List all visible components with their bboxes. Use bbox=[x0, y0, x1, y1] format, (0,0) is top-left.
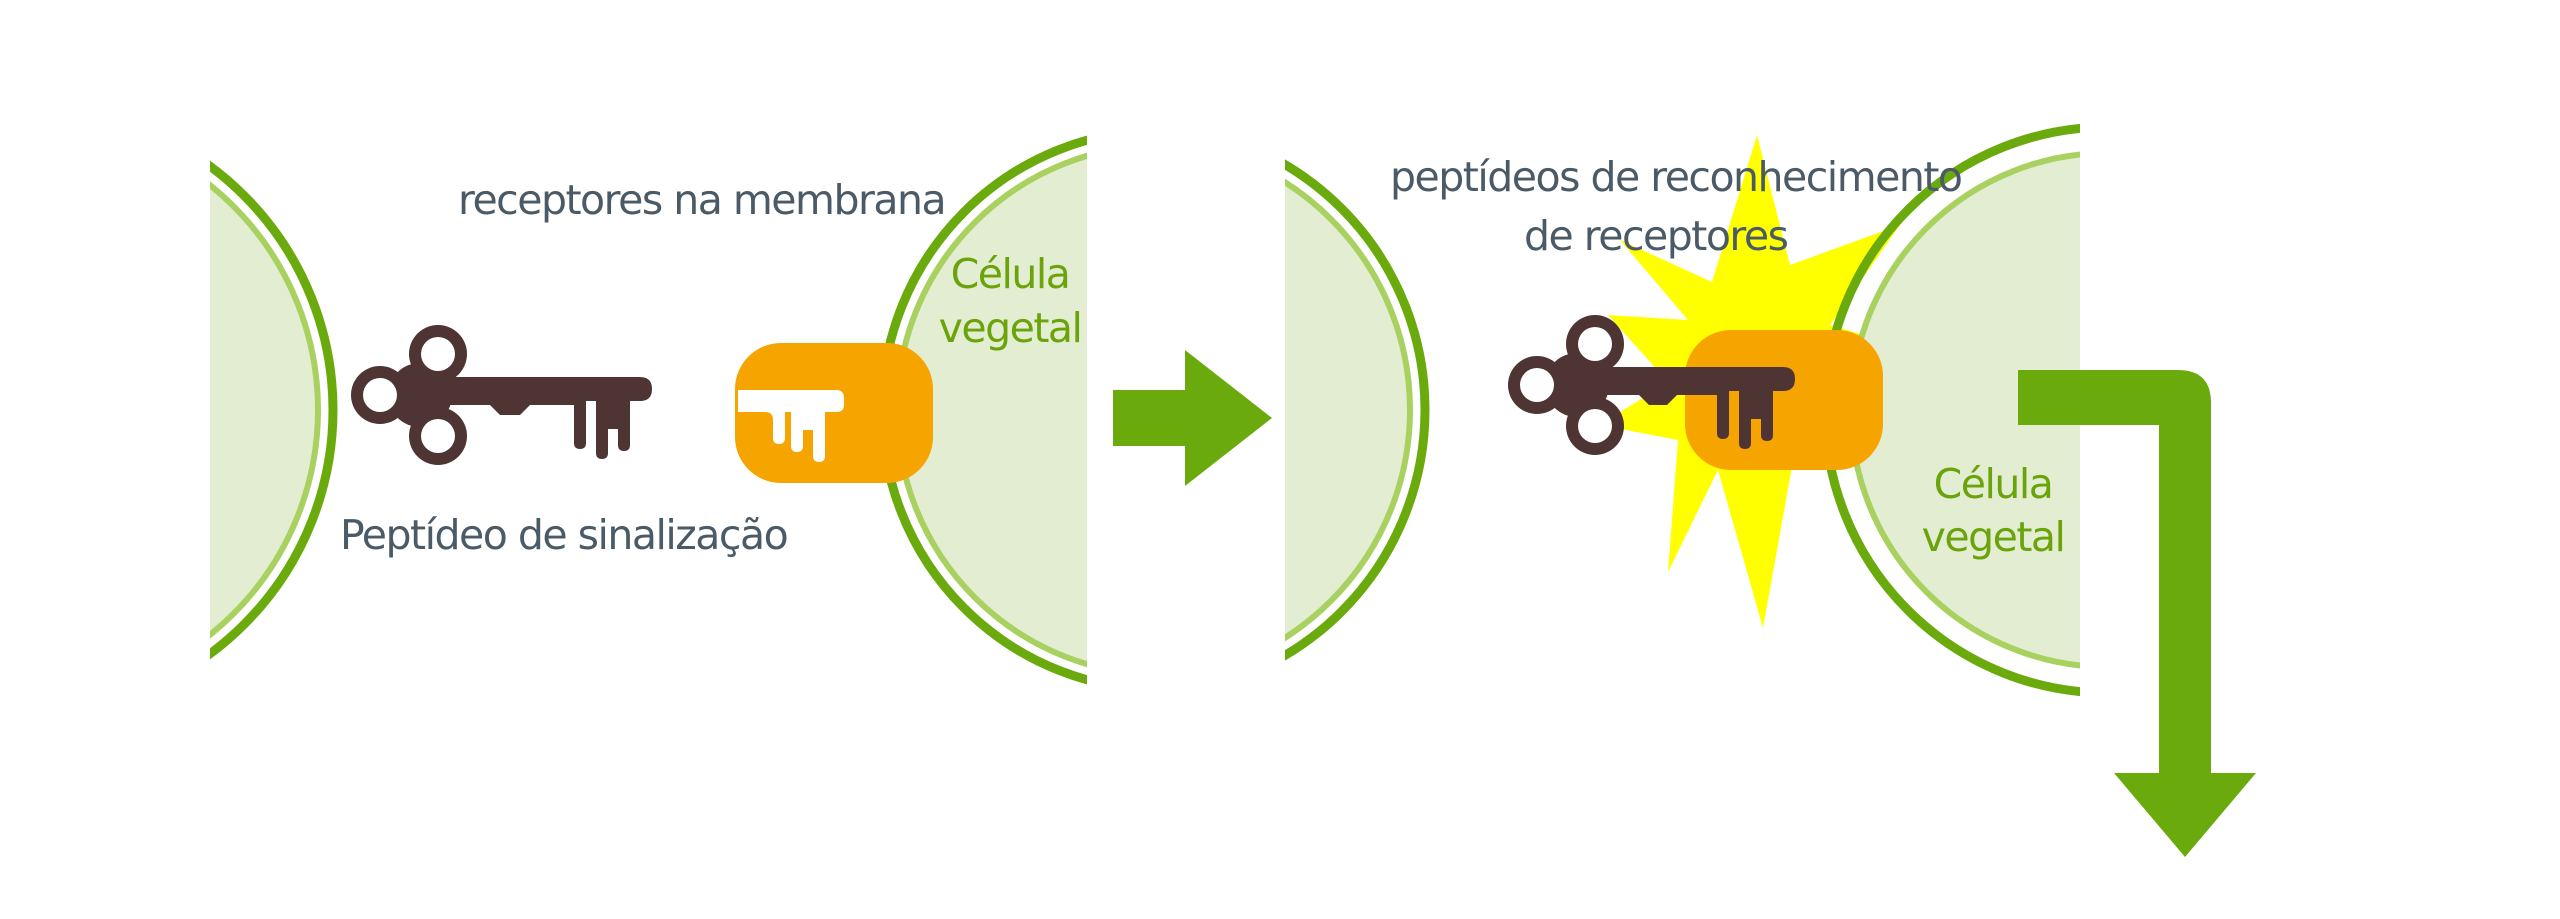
receptors-label: receptores na membrana bbox=[458, 176, 945, 224]
left-cell-body bbox=[210, 185, 318, 635]
left-cell-membrane-inner bbox=[210, 181, 321, 639]
lock-receptor-icon bbox=[735, 343, 933, 483]
key-icon-2 bbox=[1508, 315, 1795, 455]
recognition-label-line2: de receptores bbox=[1524, 212, 1788, 260]
left-cell-2-membrane-inner bbox=[1285, 178, 1413, 642]
lock-receptor-icon-2 bbox=[1685, 330, 1883, 470]
left-cell-2 bbox=[1285, 159, 1430, 661]
left-cell-2-membrane-outer bbox=[1285, 159, 1430, 661]
key-icon bbox=[351, 325, 652, 465]
peptide-label: Peptídeo de sinalização bbox=[340, 511, 787, 559]
recognition-label-line1: peptídeos de reconhecimento bbox=[1390, 153, 1962, 201]
arrow-right-icon bbox=[1113, 350, 1272, 486]
left-cell-membrane-outer bbox=[210, 160, 338, 660]
plant-cell-body bbox=[897, 155, 1087, 665]
arrow-elbow-down-icon bbox=[2018, 370, 2256, 857]
cell-label-line1: Célula bbox=[951, 250, 1070, 298]
left-cell bbox=[210, 160, 338, 660]
cell-label-2-line2: vegetal bbox=[1922, 513, 2065, 561]
cell-label-2-line1: Célula bbox=[1934, 460, 2053, 508]
cell-label-line2: vegetal bbox=[939, 304, 1082, 352]
plant-cell-2-body bbox=[1851, 154, 2080, 666]
left-cell-2-body bbox=[1285, 182, 1410, 638]
